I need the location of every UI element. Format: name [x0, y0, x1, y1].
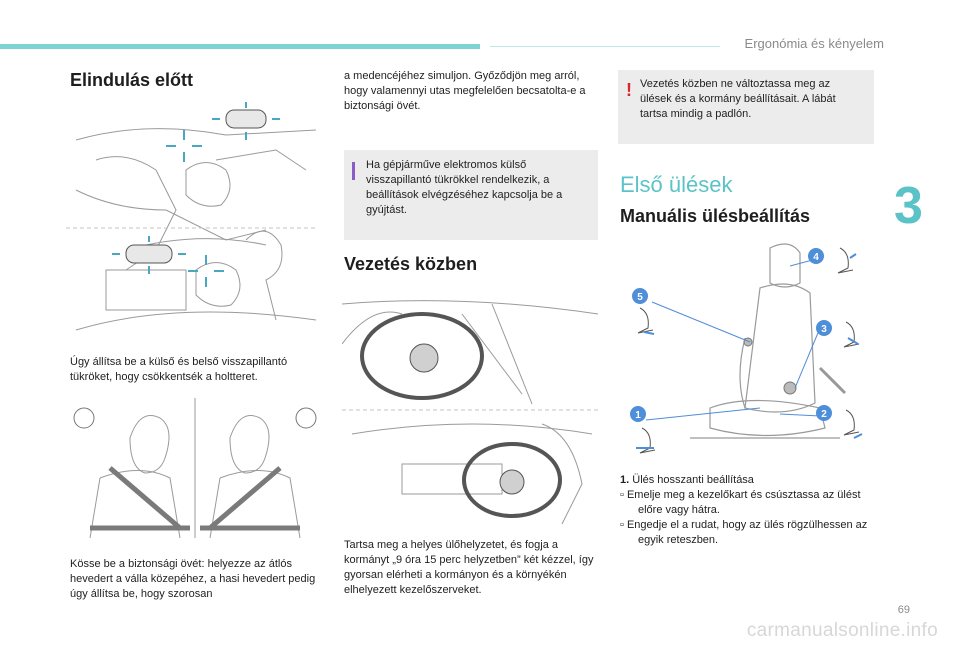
warning-box: ! Vezetés közben ne változtassa meg az ü… — [618, 70, 874, 144]
info-icon — [352, 162, 355, 180]
seat-callout-5: 5 — [637, 292, 643, 303]
seatbelt-caption: Kösse be a biztonsági övét: helyezze az … — [70, 558, 316, 600]
section-title-front-seats: Első ülések — [620, 172, 733, 197]
warning-text: Vezetés közben ne változtassa meg az ülé… — [640, 78, 836, 120]
warning-icon: ! — [626, 80, 632, 100]
driving-caption: Tartsa meg a helyes ülőhelyzetet, és fog… — [344, 539, 594, 596]
bullet-1-text: Emelje meg a kezelőkart és csúsztassa az… — [626, 489, 861, 516]
heading-before-driving: Elindulás előtt — [70, 70, 194, 90]
steering-wheel-illustration — [342, 284, 598, 534]
seat-callout-4: 4 — [813, 252, 819, 263]
seat-callout-2: 2 — [821, 409, 827, 420]
mirror-adjust-illustration — [66, 100, 318, 345]
item1-number: 1. — [620, 474, 630, 486]
seat-callout-1: 1 — [635, 410, 641, 421]
heading-while-driving: Vezetés közben — [344, 254, 478, 274]
chapter-number: 3 — [894, 177, 923, 235]
heading-manual-seat-adjustment: Manuális ülésbeállítás — [620, 206, 811, 226]
seat-instructions: 1. Ülés hosszanti beállítása ▫ Emelje me… — [620, 473, 874, 548]
bullet-2: ▫ Engedje el a rudat, hogy az ülés rögzü… — [620, 518, 874, 548]
page-number: 69 — [897, 604, 910, 616]
header-rule — [490, 46, 720, 47]
bullet-1: ▫ Emelje meg a kezelőkart és csúsztassa … — [620, 488, 874, 518]
bullet-marker: ▫ — [620, 519, 627, 531]
header-accent-bar — [0, 44, 480, 49]
chapter-title: Ergonómia és kényelem — [744, 36, 884, 51]
seat-callout-3: 3 — [821, 324, 827, 335]
mirror-caption: Úgy állítsa be a külső és belső visszapi… — [70, 356, 288, 383]
info-text: Ha gépjárműve elektromos külső visszapil… — [366, 159, 563, 216]
bullet-2-text: Engedje el a rudat, hogy az ülés rögzülh… — [626, 519, 868, 546]
seatbelt-illustration — [70, 398, 320, 538]
item1-title: Ülés hosszanti beállítása — [632, 474, 754, 486]
bullet-marker: ▫ — [620, 489, 627, 501]
watermark: carmanualsonline.info — [746, 620, 938, 641]
info-box-electric-mirrors: Ha gépjárműve elektromos külső visszapil… — [344, 150, 598, 240]
seat-illustration: 4 5 3 2 1 — [620, 238, 876, 460]
belt-caption-continued: a medencéjéhez simuljon. Győződjön meg a… — [344, 70, 586, 112]
